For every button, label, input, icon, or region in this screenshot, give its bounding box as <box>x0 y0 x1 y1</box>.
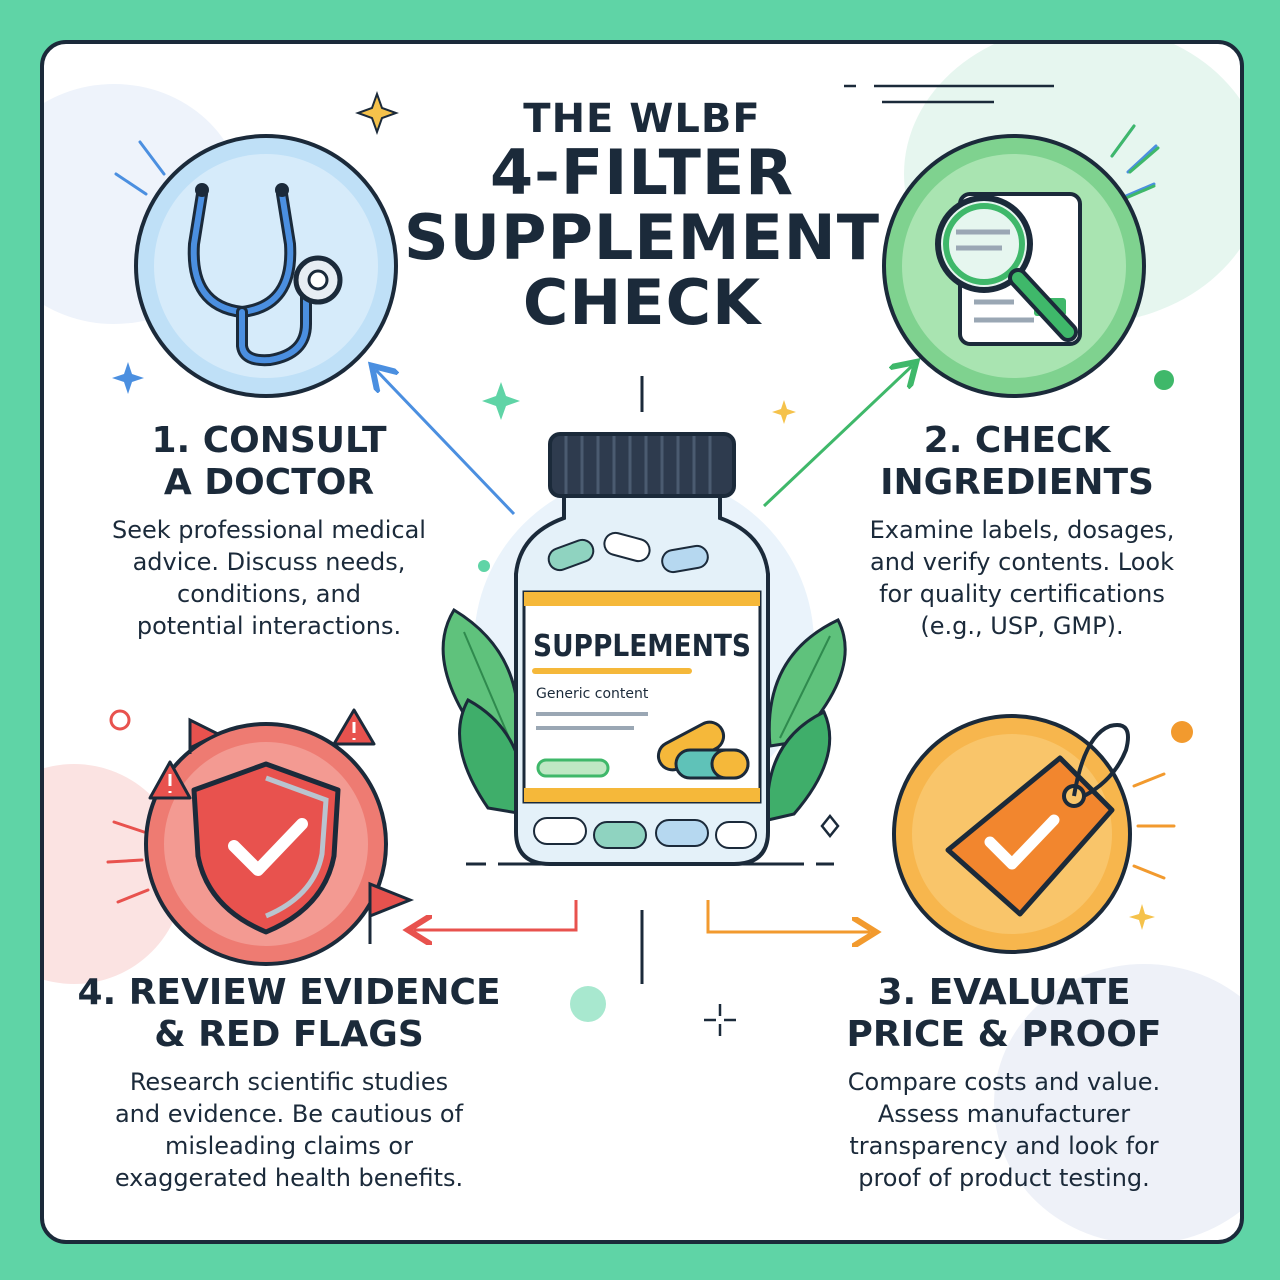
desc-line: and evidence. Be cautious of <box>114 1100 464 1129</box>
sparkle-icon <box>482 382 520 420</box>
dot-decoration <box>570 986 606 1022</box>
filter-1-heading-line-1: 1. CONSULT <box>151 420 387 461</box>
filter-3-heading: 3. EVALUATE PRICE & PROOF <box>804 972 1204 1057</box>
dot-decoration <box>109 709 131 731</box>
filter-3-description: Compare costs and value. Assess manufact… <box>804 1066 1204 1195</box>
bottle-sublabel: Generic content <box>536 686 649 702</box>
desc-line: exaggerated health benefits. <box>114 1164 464 1193</box>
arrow-to-filter-3 <box>706 900 870 932</box>
filter-1-heading-line-2: A DOCTOR <box>163 462 375 504</box>
arrow-to-filter-4 <box>414 900 578 930</box>
sparkle-icon <box>355 91 399 135</box>
desc-line: advice. Discuss needs, <box>132 548 406 577</box>
title-line-1: THE WLBF <box>523 96 761 142</box>
filter-2-heading-line-1: 2. CHECK <box>923 420 1111 461</box>
ray-decoration <box>106 820 150 904</box>
desc-line: transparency and look for <box>849 1132 1159 1161</box>
arrow-to-filter-2 <box>762 366 912 508</box>
filter-1-heading: 1. CONSULT A DOCTOR <box>104 420 434 505</box>
plus-decoration <box>704 1004 736 1036</box>
desc-line: potential interactions. <box>136 612 402 641</box>
filter-2-heading-line-2: INGREDIENTS <box>880 462 1154 504</box>
desc-line: conditions, and <box>177 580 361 609</box>
desc-line: Examine labels, dosages, <box>869 516 1175 544</box>
sparkle-icon <box>772 400 796 424</box>
filter-1-description: Seek professional medical advice. Discus… <box>64 514 474 643</box>
dot-decoration <box>478 560 490 572</box>
filter-2-description: Examine labels, dosages, and verify cont… <box>822 514 1222 643</box>
price-tag-icon <box>892 714 1132 954</box>
filter-4-heading-line-1: 4. REVIEW EVIDENCE <box>77 972 501 1013</box>
desc-line: and verify contents. Look <box>869 548 1174 577</box>
title-line-2: 4-FILTER <box>490 136 794 209</box>
ray-decoration <box>1132 772 1176 880</box>
arrow-to-filter-1 <box>376 370 516 516</box>
magnifier-label-icon <box>882 134 1146 398</box>
desc-line: Seek professional medical <box>112 516 426 544</box>
dot-decoration <box>1171 721 1193 743</box>
desc-line: misleading claims or <box>165 1132 413 1161</box>
bg-blob-bottom-right <box>994 964 1240 1240</box>
stethoscope-icon <box>134 134 398 398</box>
title-line-4: CHECK <box>522 266 762 340</box>
filter-4-heading: 4. REVIEW EVIDENCE & RED FLAGS <box>64 972 514 1057</box>
dot-decoration <box>1154 370 1174 390</box>
ray-decoration <box>1110 124 1160 200</box>
infographic-frame: THE WLBF 4-FILTER SUPPLEMENT CHECK <box>40 40 1244 1244</box>
shield-check-icon <box>144 708 415 966</box>
filter-4-description: Research scientific studies and evidence… <box>74 1066 504 1195</box>
desc-line: Research scientific studies <box>129 1068 449 1096</box>
supplement-bottle-icon: SUPPLEMENTS Generic content <box>441 432 847 866</box>
filter-4-heading-line-2: & RED FLAGS <box>154 1014 424 1056</box>
sparkle-icon <box>112 362 144 394</box>
bottle-label: SUPPLEMENTS <box>533 629 751 664</box>
dash-decoration <box>844 84 1054 104</box>
desc-line: for quality certifications <box>879 580 1165 609</box>
sparkle-icon <box>1129 904 1155 930</box>
filter-3-heading-line-2: PRICE & PROOF <box>846 1014 1162 1056</box>
desc-line: Assess manufacturer <box>877 1100 1131 1129</box>
title-main: 4-FILTER SUPPLEMENT CHECK <box>44 140 1240 335</box>
title-line-3: SUPPLEMENT <box>404 201 880 275</box>
diamond-decoration <box>820 813 840 839</box>
desc-line: proof of product testing. <box>858 1164 1150 1193</box>
desc-line: Compare costs and value. <box>847 1068 1161 1096</box>
illustration-layer: SUPPLEMENTS Generic content <box>106 84 1193 1036</box>
filter-2-heading: 2. CHECK INGREDIENTS <box>852 420 1182 505</box>
desc-line: (e.g., USP, GMP). <box>920 612 1124 641</box>
filter-3-heading-line-1: 3. EVALUATE <box>877 972 1131 1013</box>
